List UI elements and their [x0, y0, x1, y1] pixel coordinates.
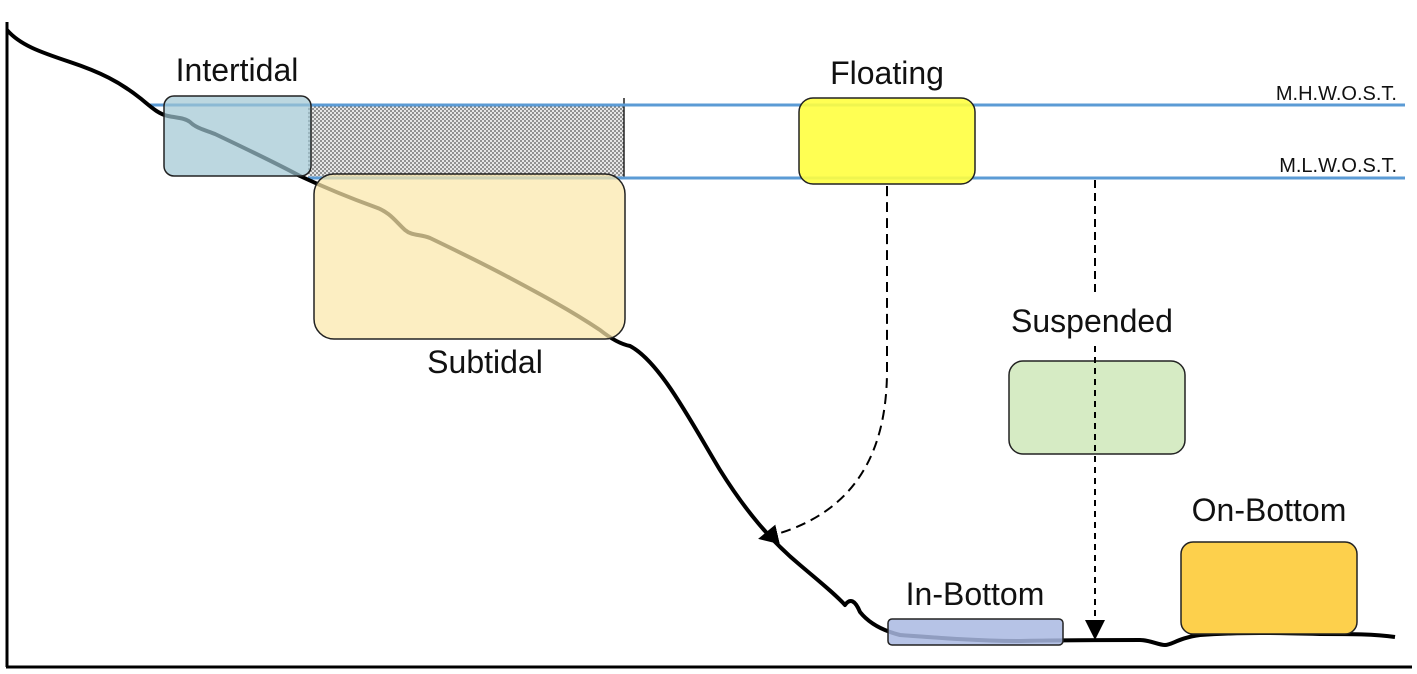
on-bottom-box [1180, 541, 1358, 635]
high-water-label: M.H.W.O.S.T. [1276, 83, 1397, 105]
subtidal-label: Subtidal [427, 344, 543, 380]
in-bottom-label: In-Bottom [906, 576, 1045, 612]
floating-box [798, 97, 976, 185]
subtidal-box [313, 173, 626, 340]
intertidal-label: Intertidal [176, 52, 299, 88]
suspended-box [1008, 360, 1186, 455]
intertidal-box [163, 95, 312, 177]
floating-sink-arrow [758, 185, 889, 545]
in-bottom-box [887, 618, 1064, 646]
floating-label: Floating [830, 55, 944, 91]
on-bottom-label: On-Bottom [1192, 492, 1347, 528]
intertidal-band [308, 105, 624, 178]
low-water-label: M.L.W.O.S.T. [1279, 155, 1397, 177]
suspended-label: Suspended [1011, 303, 1173, 339]
